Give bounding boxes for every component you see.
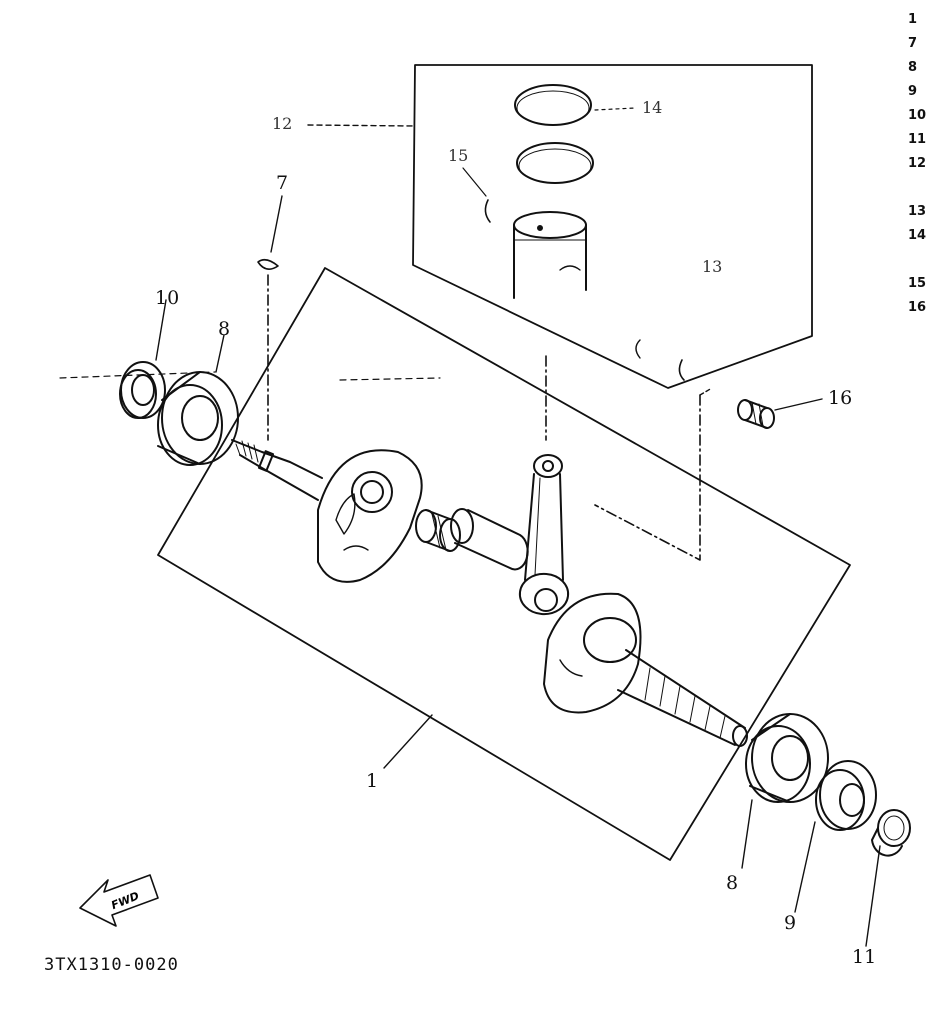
callout-10: 10 [155, 287, 180, 309]
crankshaft-left-journal [231, 439, 323, 501]
callout-1: 1 [366, 770, 379, 792]
index-number: 11 [908, 132, 927, 147]
crank-web-left [317, 449, 423, 583]
callout-7: 7 [276, 172, 289, 194]
oil-seal-right [815, 760, 877, 831]
drawing-code: 3TX1310-0020 [44, 955, 179, 975]
fwd-label: FWD [109, 889, 141, 912]
oil-seal-left [119, 361, 166, 419]
callout-11: 11 [852, 946, 877, 968]
circlip-left [484, 199, 491, 223]
index-number: 16 [908, 300, 927, 315]
index-number: 8 [908, 60, 918, 75]
circlip-right [678, 359, 685, 381]
piston-kit-outline [412, 64, 813, 389]
callout-8-left: 8 [218, 318, 231, 340]
bearing-left [157, 371, 239, 466]
bearing-right [745, 713, 829, 803]
piston-pin [450, 508, 529, 571]
callout-9: 9 [784, 912, 797, 934]
crankshaft-right-spline-shaft [617, 649, 748, 747]
callout-14: 14 [642, 98, 663, 117]
callout-15: 15 [448, 146, 469, 165]
collar [871, 809, 911, 857]
piston-ring-top [514, 84, 592, 126]
callout-16: 16 [828, 387, 853, 409]
callout-12: 12 [272, 114, 293, 133]
forward-arrow-icon [79, 874, 159, 927]
connecting-rod [518, 454, 570, 616]
index-number: 1 [908, 12, 918, 27]
needle-bearing-crankpin [415, 509, 461, 552]
index-number: 13 [908, 204, 927, 219]
piston [513, 211, 587, 299]
woodruff-key [257, 258, 279, 270]
index-number: 9 [908, 84, 918, 99]
crank-web-right [543, 592, 642, 714]
index-number: 10 [908, 108, 927, 123]
piston-ring-second [516, 142, 594, 184]
callout-8-right: 8 [726, 872, 739, 894]
index-number: 14 [908, 228, 927, 243]
index-number: 7 [908, 36, 918, 51]
callout-13: 13 [702, 257, 723, 276]
crankshaft-assembly-outline [157, 267, 851, 861]
index-number: 12 [908, 156, 927, 171]
small-end-bearing [737, 399, 775, 429]
index-number: 15 [908, 276, 927, 291]
